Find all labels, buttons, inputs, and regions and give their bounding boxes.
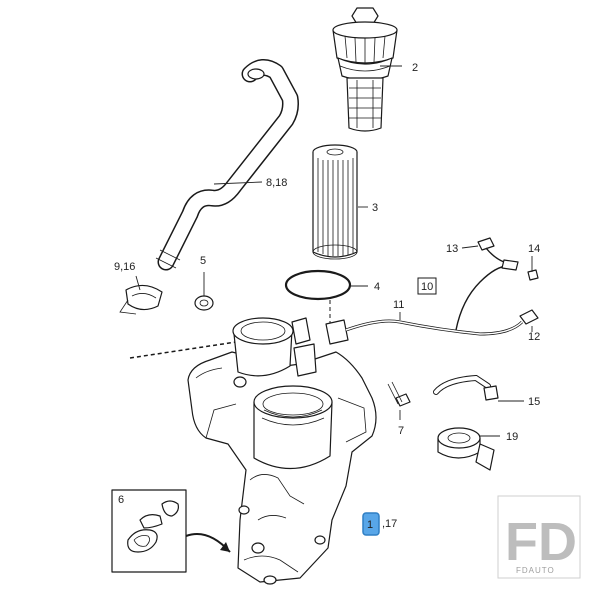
cable-tie <box>433 374 499 401</box>
oil-filter-element <box>312 144 358 260</box>
coolant-hose <box>155 59 299 271</box>
callout-13: 13 <box>446 243 458 255</box>
leader-lines <box>135 65 533 437</box>
callout-4: 4 <box>374 281 380 293</box>
tape-roll <box>437 427 495 471</box>
callout-1: 1 <box>367 519 373 531</box>
callout-11: 11 <box>393 299 404 311</box>
washer <box>194 295 214 311</box>
callout-3: 3 <box>372 202 378 214</box>
callout-12: 12 <box>528 331 540 343</box>
fdauto-logo: FD FDAUTO <box>497 495 581 579</box>
callout-1-highlight[interactable] <box>362 512 380 536</box>
callout-1-suffix: ,17 <box>382 518 397 530</box>
bolt <box>387 381 411 407</box>
o-ring-seal <box>284 269 352 301</box>
callout-7: 7 <box>398 425 404 437</box>
callout-labels: 2 8,18 3 4 9,16 5 11 7 13 14 12 15 19 6 … <box>114 62 540 536</box>
gasket-inset <box>111 489 231 573</box>
oil-filter-housing <box>187 317 377 585</box>
logo-sub-text: FDAUTO <box>516 566 555 575</box>
callout-2: 2 <box>412 62 418 74</box>
callout-10: 10 <box>421 281 433 293</box>
hose-clamp <box>119 284 163 315</box>
callout-6: 6 <box>118 494 124 506</box>
callout-5: 5 <box>200 255 206 267</box>
callout-14: 14 <box>528 243 540 255</box>
logo-main-text: FD <box>505 512 577 572</box>
callout-15: 15 <box>528 396 540 408</box>
callout-9: 9,16 <box>114 261 135 273</box>
callout-8: 8,18 <box>266 177 287 189</box>
oil-sensor-wiring <box>325 237 539 345</box>
callout-19: 19 <box>506 431 518 443</box>
oil-filter-cap <box>332 7 398 132</box>
callout-10-box <box>417 277 437 295</box>
